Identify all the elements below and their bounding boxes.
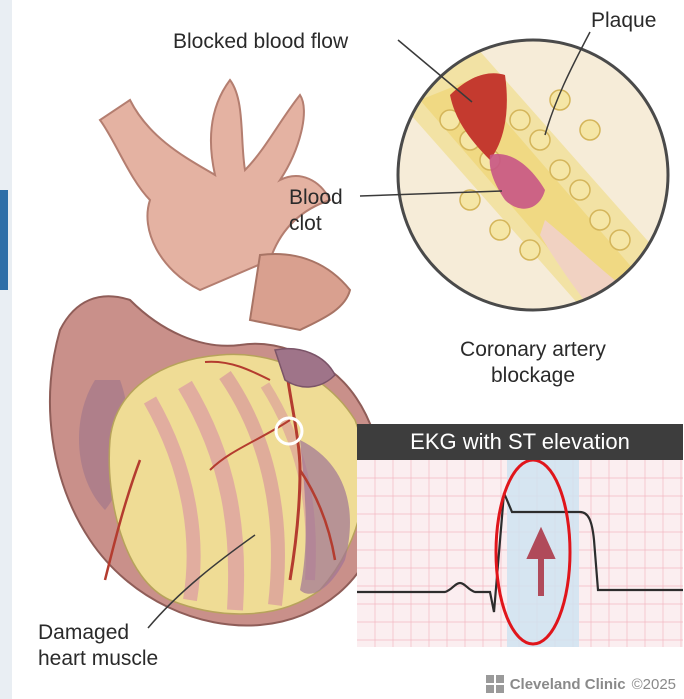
label-plaque: Plaque [591,8,656,34]
blood-clot-line2: clot [289,211,343,237]
cleveland-clinic-logo-icon [486,675,504,693]
damaged-line2: heart muscle [38,646,158,672]
label-blocked-blood-flow: Blocked blood flow [173,29,348,55]
magnified-artery [380,40,684,340]
ekg-panel [357,460,683,647]
left-edge-tab [0,190,8,290]
footer-credit: Cleveland Clinic ©2025 [486,672,676,696]
label-coronary-artery-blockage: Coronary artery blockage [433,337,633,389]
ekg-title: EKG with ST elevation [357,424,683,460]
left-edge-panel [0,0,12,699]
coronary-line2: blockage [433,363,633,389]
damaged-line1: Damaged [38,620,158,646]
label-damaged-heart-muscle: Damaged heart muscle [38,620,158,672]
heart [50,296,383,625]
coronary-line1: Coronary artery [433,337,633,363]
label-blood-clot: Blood clot [289,185,343,237]
footer-copyright: ©2025 [632,676,676,693]
footer-brand: Cleveland Clinic [510,676,626,693]
blood-clot-line1: Blood [289,185,343,211]
